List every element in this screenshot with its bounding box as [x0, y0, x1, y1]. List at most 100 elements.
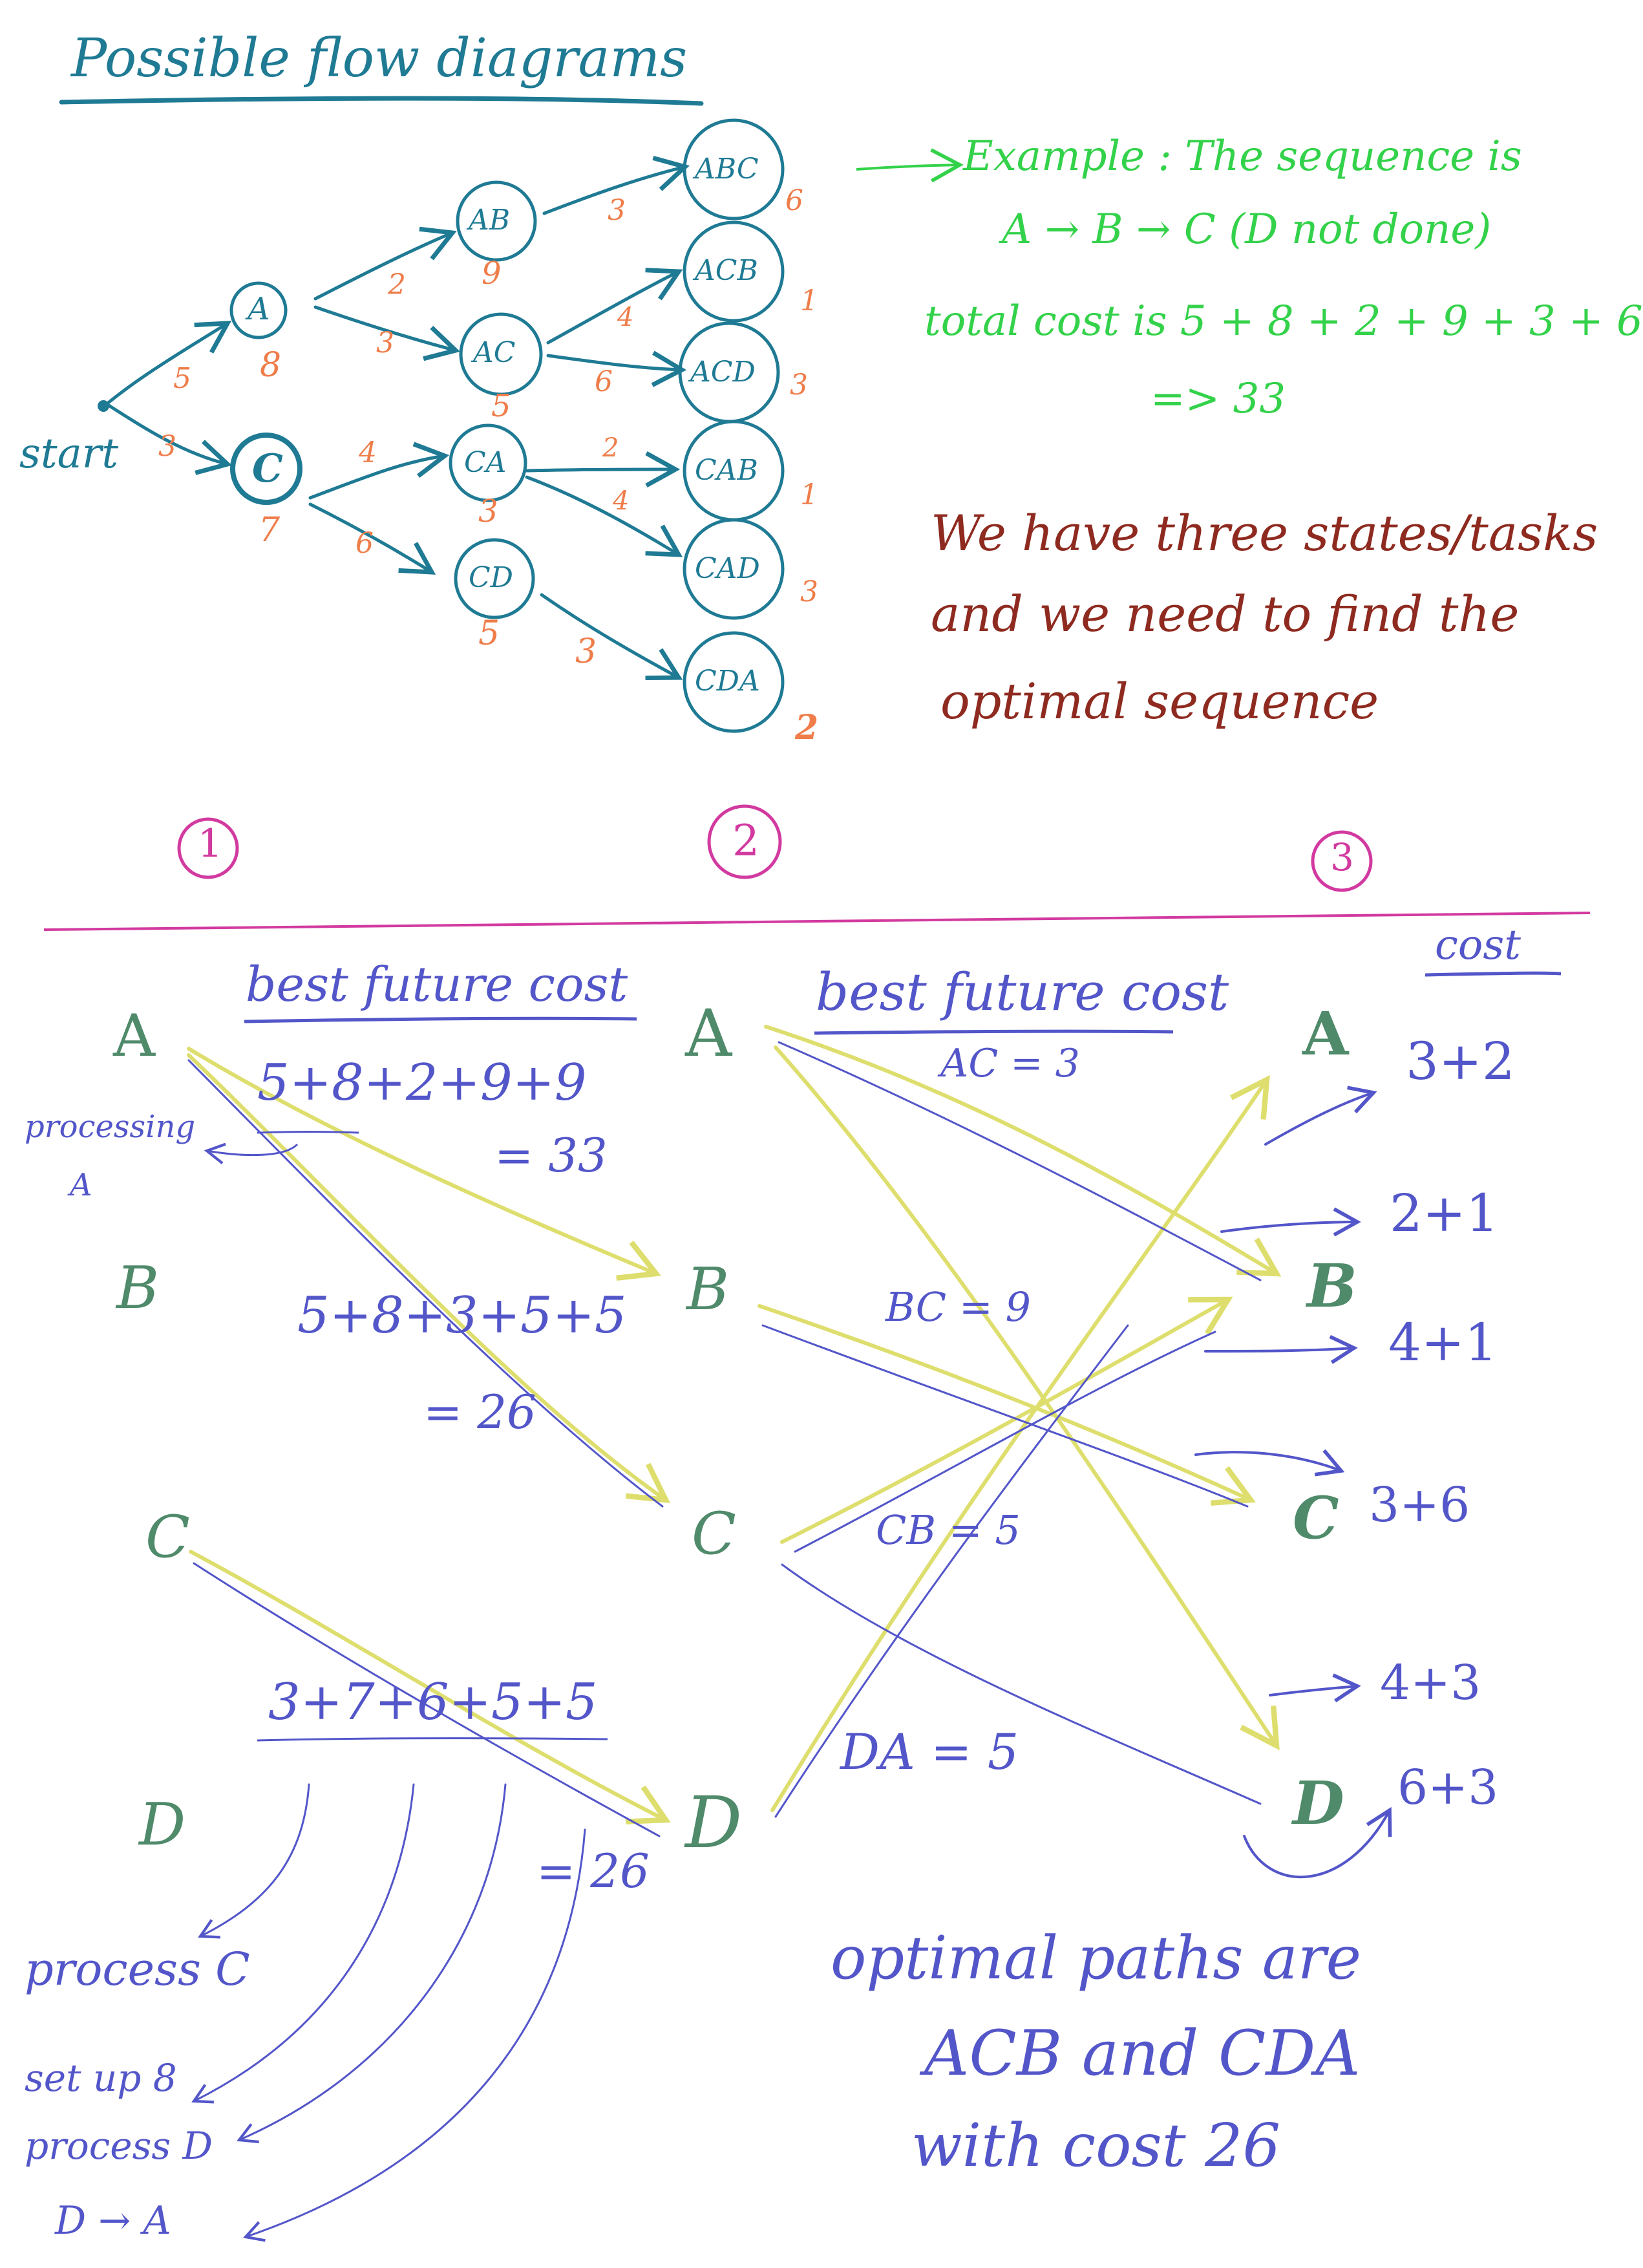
node-AB-circle [456, 180, 537, 262]
processing-label: processing [25, 1109, 196, 1145]
edge-CA-CAD [525, 475, 683, 557]
stage3-letter-B: B [1307, 1251, 1357, 1321]
note-line3: optimal sequence [940, 672, 1379, 730]
edge-start-C [105, 402, 232, 475]
arrow-A-cost [1264, 1086, 1377, 1146]
cost-AC: AC = 3 [940, 1041, 1080, 1086]
step-arrow-setup [191, 1783, 415, 2104]
stage1-letter-A: A [113, 1002, 155, 1070]
conclusion-line2: ACB and CDA [924, 2017, 1361, 2090]
stage3-header-underline [1425, 971, 1562, 977]
start-dot [98, 400, 109, 412]
edge-AB-ABC [542, 155, 690, 215]
node-A-circle [229, 281, 288, 339]
node-CA-cost: 3 [478, 493, 498, 530]
stage3-cost-4: 3+6 [1369, 1477, 1470, 1533]
node-ABC-label: ABC [695, 153, 759, 186]
example-arrow [856, 148, 964, 183]
diagram-canvas: Possible flow diagrams [43, 28, 1591, 2242]
edge-CA-CAB [525, 451, 681, 488]
stage3-cost-6: 6+3 [1397, 1760, 1499, 1815]
step-D-A: D → A [55, 2198, 171, 2243]
node-AC-circle [459, 312, 543, 396]
yellow-A1-C2 [187, 1053, 671, 1503]
node-CDA-cost: 2 [795, 708, 819, 747]
blue-transitions [187, 1041, 1262, 1837]
stage1-header-underline [244, 1016, 637, 1023]
calc1-underline [257, 1131, 359, 1134]
stage3-letter-D: D [1293, 1768, 1344, 1838]
node-ACB-label: ACB [695, 254, 758, 287]
edge-weight-AC-ACD: 6 [595, 365, 613, 398]
edge-A-AC [313, 305, 460, 361]
edge-weight-start-C: 3 [158, 430, 176, 463]
page-title: Possible flow diagrams [70, 28, 687, 89]
edge-C-CD [308, 502, 436, 575]
edge-weight-start-A: 5 [173, 362, 191, 395]
node-ACD-label: ACD [690, 356, 756, 389]
blue-C2-B3 [794, 1331, 1216, 1553]
cost-CB: CB = 5 [876, 1506, 1021, 1554]
node-CD-circle [454, 538, 535, 619]
title-underline [59, 96, 704, 106]
stage1-letter-C: C [145, 1503, 190, 1571]
tree-edges [105, 155, 690, 681]
edge-weight-A-AB: 2 [388, 268, 406, 301]
yellow-B2-C3 [758, 1304, 1256, 1506]
stage3-cost-5: 4+3 [1380, 1655, 1481, 1711]
stage-1-number: 1 [198, 821, 223, 866]
yellow-D2-A3 [770, 1075, 1270, 1812]
edge-weight-AB-ABC: 3 [608, 194, 626, 227]
node-AC-label: AC [473, 336, 516, 369]
stage3-letter-A: A [1302, 999, 1349, 1069]
node-ACB-cost: 1 [800, 284, 818, 317]
tree-nodes [229, 118, 785, 733]
stage3-header: cost [1435, 921, 1521, 969]
node-CD-cost: 5 [478, 614, 500, 653]
edge-start-A [105, 321, 232, 406]
example-line1: Example : The sequence is [963, 133, 1522, 180]
edge-weight-CA-CAD: 4 [613, 486, 630, 516]
stage1-letter-D: D [139, 1791, 186, 1859]
calc3-underline [257, 1737, 608, 1742]
blue-B2-C3 [761, 1324, 1249, 1508]
node-AC-cost: 5 [491, 388, 511, 424]
calc2-line2: = 26 [423, 1385, 536, 1439]
arrow-C-cost [1194, 1449, 1345, 1477]
example-line4: => 33 [1150, 375, 1286, 423]
edge-weight-CA-CAB: 2 [602, 433, 619, 463]
node-CD-label: CD [469, 561, 513, 594]
start-label: start [19, 430, 119, 478]
example-line3: total cost is 5 + 8 + 2 + 9 + 3 + 6 [924, 297, 1643, 345]
blue-A2-B3 [778, 1041, 1262, 1281]
node-CAB-cost: 1 [800, 478, 818, 511]
node-CAB-label: CAB [695, 454, 758, 487]
calc1-line2: = 33 [494, 1128, 608, 1182]
node-AB-label: AB [469, 204, 511, 237]
node-CAD-circle [683, 518, 785, 620]
stage2-header-underline [814, 1029, 1174, 1035]
edge-weight-CD-CDA: 3 [575, 632, 597, 671]
stage3-cost-2: 2+1 [1390, 1183, 1499, 1243]
stage2-header: best future cost [816, 962, 1229, 1022]
step-arrow-D-A [242, 1828, 586, 2242]
stage1-letter-B: B [116, 1254, 160, 1322]
example-line2: A → B → C (D not done) [1002, 206, 1492, 253]
cost-arrows [1194, 1086, 1392, 1879]
node-A-label: A [248, 291, 270, 327]
node-CA-circle [449, 423, 527, 502]
stage2-letter-C: C [692, 1500, 736, 1568]
node-A-cost: 8 [260, 346, 282, 385]
section-divider [43, 912, 1591, 931]
calc3-line2: = 26 [536, 1844, 650, 1898]
edge-AC-ACB [546, 268, 683, 345]
conclusion-line1: optimal paths are [831, 1923, 1362, 1993]
yellow-C1-D2 [189, 1550, 671, 1824]
node-C-cost: 7 [259, 511, 281, 550]
blue-D2-A3 [774, 1324, 1129, 1818]
processing-arrow [204, 1142, 299, 1164]
stage-1-circle [177, 817, 239, 879]
arrow-B-cost1 [1220, 1207, 1361, 1237]
step-setup: set up 8 [25, 2056, 177, 2100]
node-C-circle [230, 433, 302, 505]
